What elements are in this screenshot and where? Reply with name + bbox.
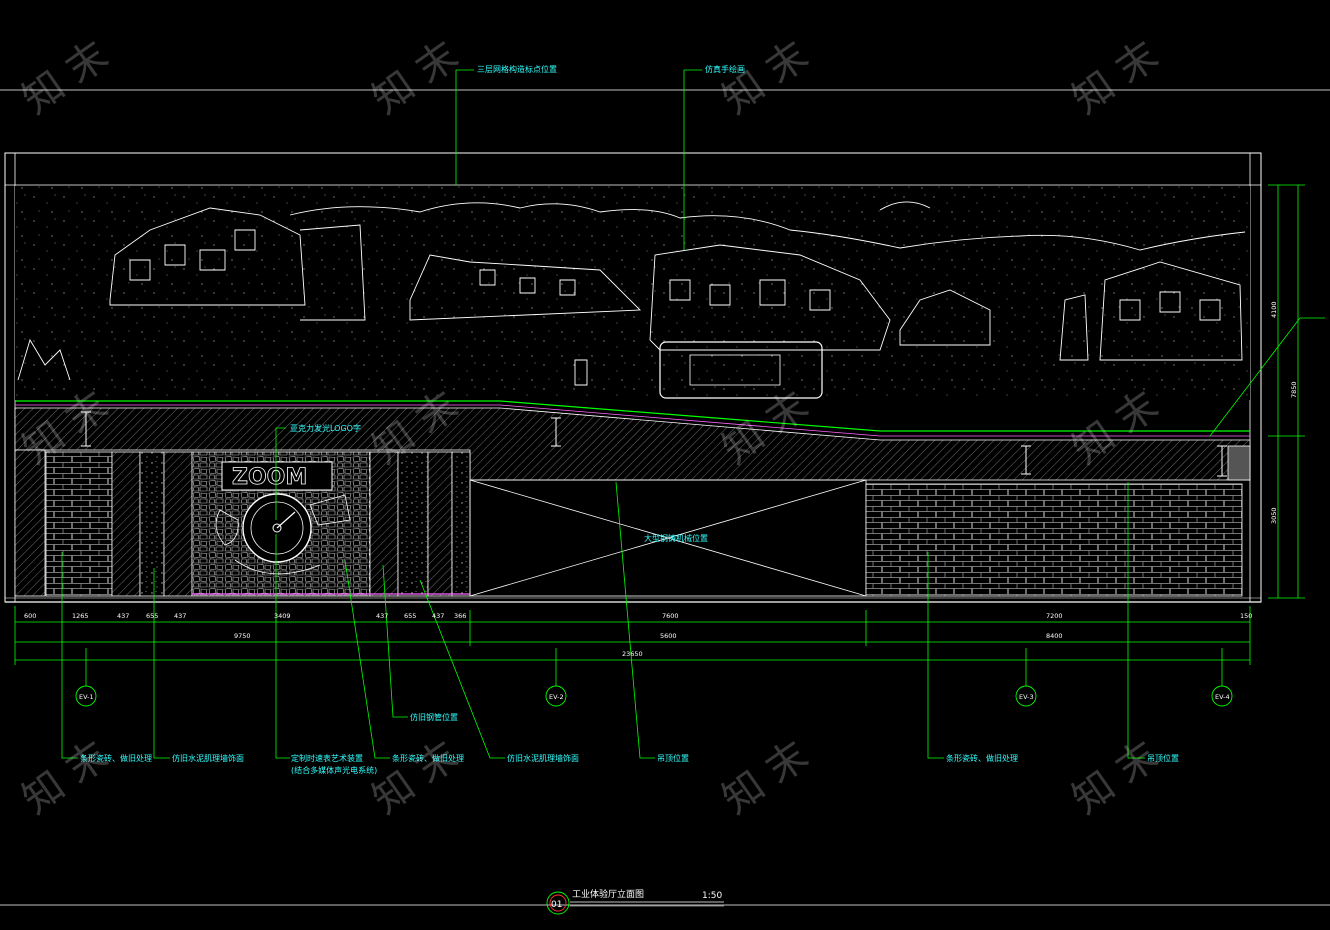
dim-r2-2: 8400 <box>1046 632 1063 640</box>
annotation-top-2: 仿真手绘画 <box>705 64 745 74</box>
annotation-logo: 亚克力发光LOGO字 <box>290 423 361 433</box>
title-ring-outer <box>546 891 570 915</box>
mural-frame-inner <box>689 354 781 386</box>
watermark-10: 知 末 <box>364 732 466 823</box>
marker-label-2: EV-2 <box>549 693 564 701</box>
dim-r2-0: 9750 <box>234 632 251 640</box>
dimension-row-2: 9750 5600 8400 23650 <box>234 632 1063 658</box>
annotation-b1: 条形瓷砖、做旧处理 <box>80 753 152 763</box>
beam-posts <box>81 411 1227 477</box>
slope-line-green <box>15 400 1250 432</box>
annotation-center: 大型钢铸机械位置 <box>644 533 708 543</box>
watermark-12: 知 末 <box>1064 732 1166 823</box>
speedometer-art: ZOOM <box>215 461 351 575</box>
mural-frame <box>659 341 823 399</box>
marker-label-1: EV-1 <box>79 693 94 701</box>
concrete-column-1 <box>139 451 165 597</box>
dim-r1-11: 7200 <box>1046 612 1063 620</box>
dim-v-2: 3050 <box>1270 507 1278 524</box>
annotation-b3-line2: (结合多媒体声光电系统) <box>291 765 377 775</box>
pipe-column-3 <box>369 451 399 597</box>
left-column <box>4 152 16 603</box>
annotation-b5: 仿旧钢管位置 <box>410 712 458 722</box>
dim-v-1: 7850 <box>1290 381 1298 398</box>
title-number: 01 <box>551 900 562 910</box>
pipe-column-1 <box>111 451 141 597</box>
concrete-column-3 <box>451 451 471 597</box>
dim-r1-6: 437 <box>376 612 388 620</box>
watermark-11: 知 末 <box>714 732 816 823</box>
pipe-column-4 <box>427 451 453 597</box>
marker-label-4: EV-4 <box>1215 693 1230 701</box>
dim-r1-1: 1265 <box>72 612 89 620</box>
dim-r1-10: 7600 <box>662 612 679 620</box>
dim-r2-1: 5600 <box>660 632 677 640</box>
dim-r1-3: 655 <box>146 612 158 620</box>
annotation-b6: 仿旧水泥肌理墙饰面 <box>507 753 579 763</box>
watermark-4: 知 末 <box>1064 32 1166 123</box>
annotation-b4: 条形瓷砖、做旧处理 <box>392 753 464 763</box>
brick-panel-right <box>865 483 1243 597</box>
marker-label-3: EV-3 <box>1019 693 1034 701</box>
dim-r1-4: 437 <box>174 612 186 620</box>
dim-r1-9: 366 <box>454 612 466 620</box>
dim-r1-12: 150 <box>1240 612 1252 620</box>
horizontal-dimension-lines <box>14 606 1251 665</box>
right-beam-end <box>1227 445 1251 481</box>
annotation-top-1: 三层网格构造标点位置 <box>477 64 557 74</box>
mural-buildings <box>17 207 1243 386</box>
watermark-9: 知 末 <box>14 732 116 823</box>
dim-r1-8: 437 <box>432 612 444 620</box>
dimension-row-1: 600 1265 437 655 437 3409 437 655 437 36… <box>24 612 1252 620</box>
pipe-column-2 <box>163 451 193 597</box>
section-markers <box>75 685 1233 707</box>
left-pier <box>14 449 46 597</box>
annotation-b7: 吊顶位置 <box>657 753 689 763</box>
annotation-b9: 吊顶位置 <box>1147 753 1179 763</box>
slope-line-magenta <box>15 404 1250 437</box>
vertical-dimension-lines <box>1268 184 1305 599</box>
machine-cross-2 <box>469 479 867 597</box>
dim-r1-5: 3409 <box>274 612 291 620</box>
svg-text:ZOOM: ZOOM <box>232 465 307 490</box>
annotation-b3-line1: 定制时速表艺术装置 <box>291 753 363 763</box>
title-ring-inner <box>549 894 567 912</box>
brick-panel-left <box>45 451 113 597</box>
annotation-b8: 条形瓷砖、做旧处理 <box>946 753 1018 763</box>
right-column <box>1249 152 1262 603</box>
title-name: 工业体验厅立面图 <box>572 888 644 900</box>
mural-mountains <box>289 201 1246 251</box>
annotation-b2: 仿旧水泥肌理墙饰面 <box>172 753 244 763</box>
watermark-3: 知 末 <box>714 32 816 123</box>
concrete-column-2 <box>397 451 429 597</box>
dimension-vertical: 4100 7850 3050 <box>1270 301 1298 524</box>
leader-lines <box>61 69 1325 759</box>
title-scale: 1:50 <box>702 891 722 901</box>
dim-total: 23650 <box>622 650 643 658</box>
watermark-2: 知 末 <box>364 32 466 123</box>
mural-background <box>15 186 1250 400</box>
dim-r1-7: 655 <box>404 612 416 620</box>
watermark-1: 知 末 <box>14 32 116 123</box>
dim-v-0: 4100 <box>1270 301 1278 318</box>
dim-r1-2: 437 <box>117 612 129 620</box>
dim-r1-0: 600 <box>24 612 36 620</box>
